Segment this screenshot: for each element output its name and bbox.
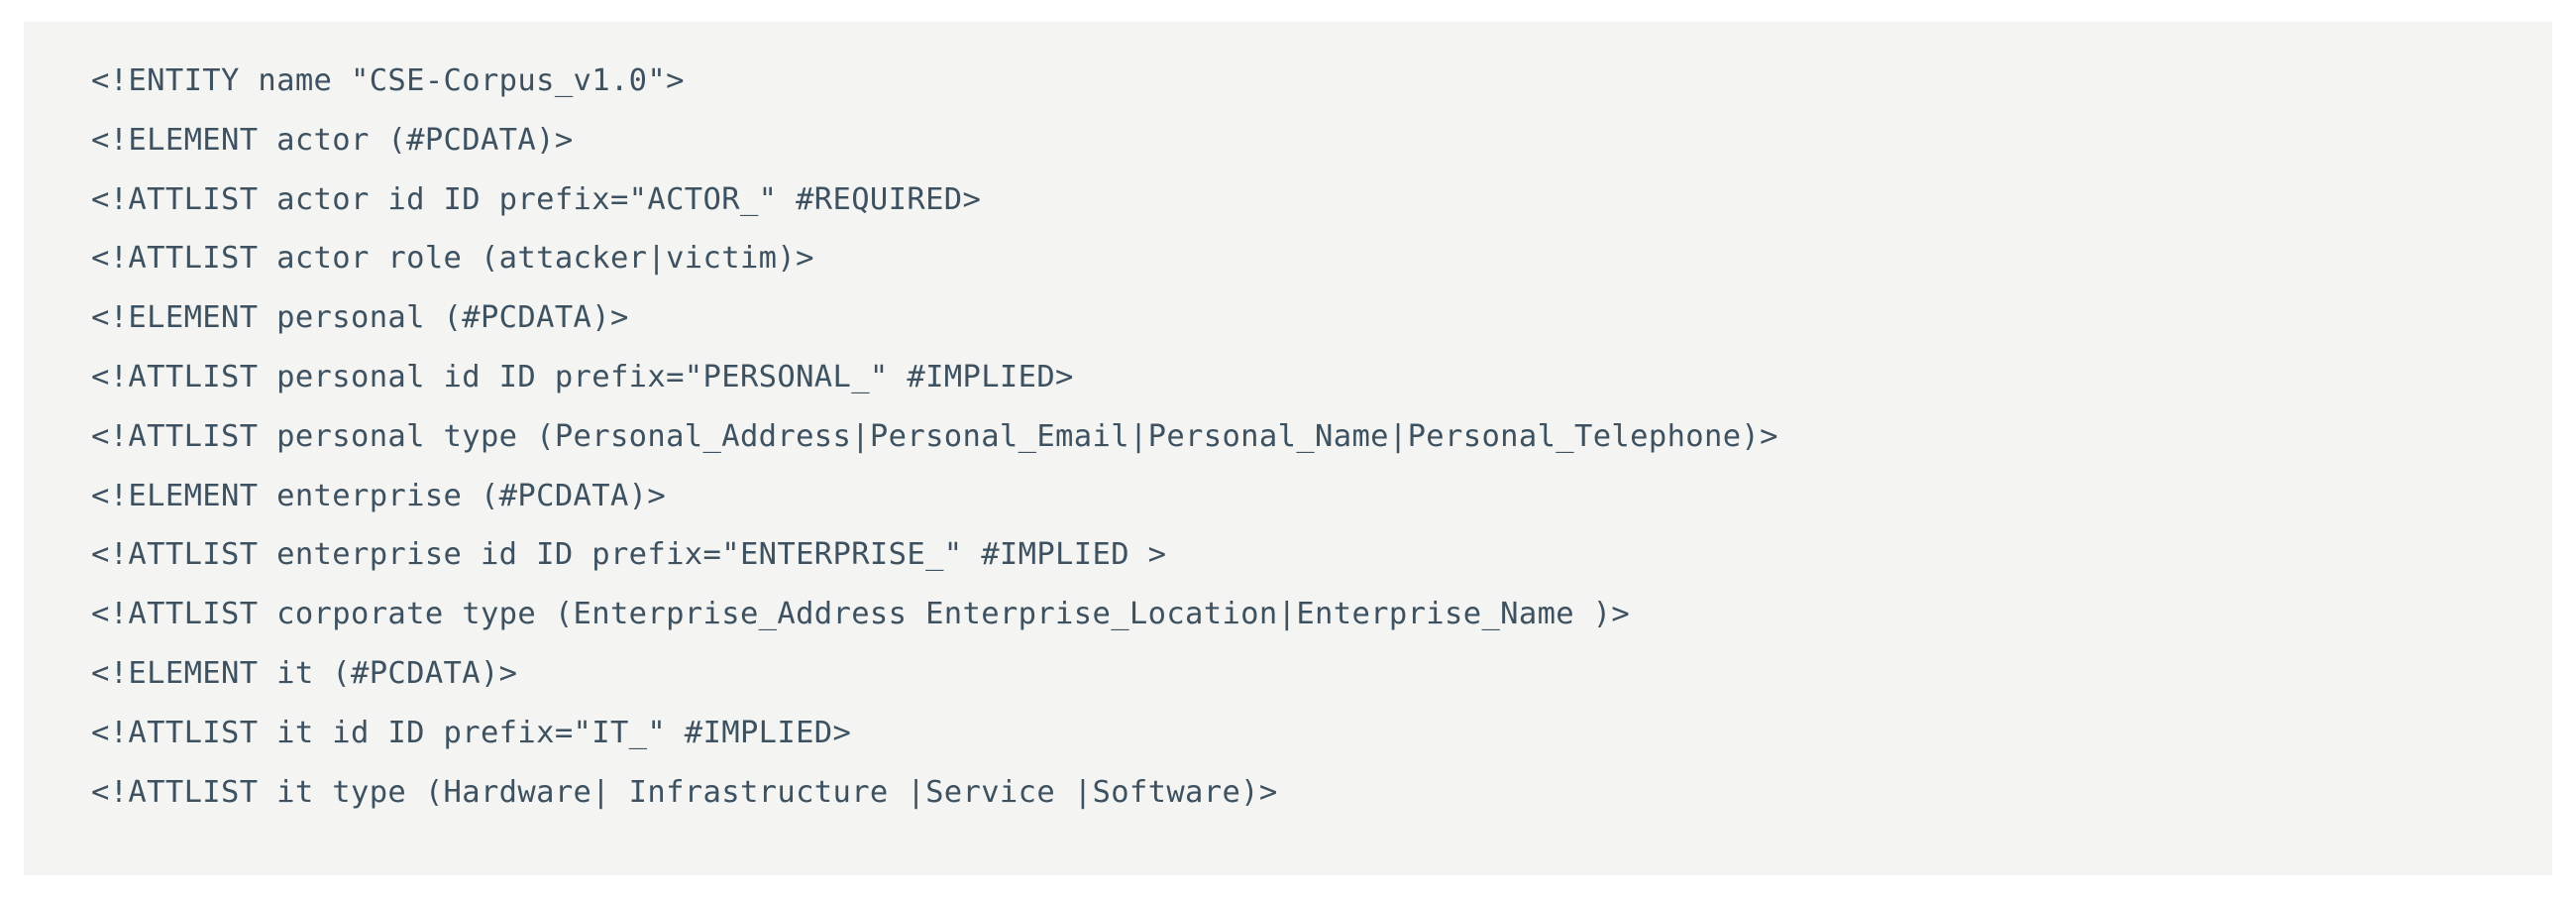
code-line: <!ATTLIST personal id ID prefix="PERSONA… bbox=[91, 359, 1074, 394]
code-line: <!ATTLIST enterprise id ID prefix="ENTER… bbox=[91, 537, 1167, 573]
code-line: <!ELEMENT personal (#PCDATA)> bbox=[91, 300, 629, 336]
code-line: <!ATTLIST personal type (Personal_Addres… bbox=[91, 418, 1778, 454]
code-line: <!ELEMENT it (#PCDATA)> bbox=[91, 655, 518, 691]
dtd-code-block[interactable]: <!ENTITY name "CSE-Corpus_v1.0"> <!ELEME… bbox=[24, 22, 2552, 875]
code-line: <!ELEMENT actor (#PCDATA)> bbox=[91, 122, 574, 158]
code-line: <!ATTLIST actor id ID prefix="ACTOR_" #R… bbox=[91, 181, 982, 217]
code-line: <!ATTLIST actor role (attacker|victim)> bbox=[91, 241, 814, 277]
code-line: <!ENTITY name "CSE-Corpus_v1.0"> bbox=[91, 63, 685, 98]
code-line: <!ATTLIST it id ID prefix="IT_" #IMPLIED… bbox=[91, 715, 852, 750]
code-line: <!ATTLIST it type (Hardware| Infrastruct… bbox=[91, 774, 1278, 810]
code-line: <!ELEMENT enterprise (#PCDATA)> bbox=[91, 478, 667, 513]
code-line: <!ATTLIST corporate type (Enterprise_Add… bbox=[91, 597, 1631, 632]
